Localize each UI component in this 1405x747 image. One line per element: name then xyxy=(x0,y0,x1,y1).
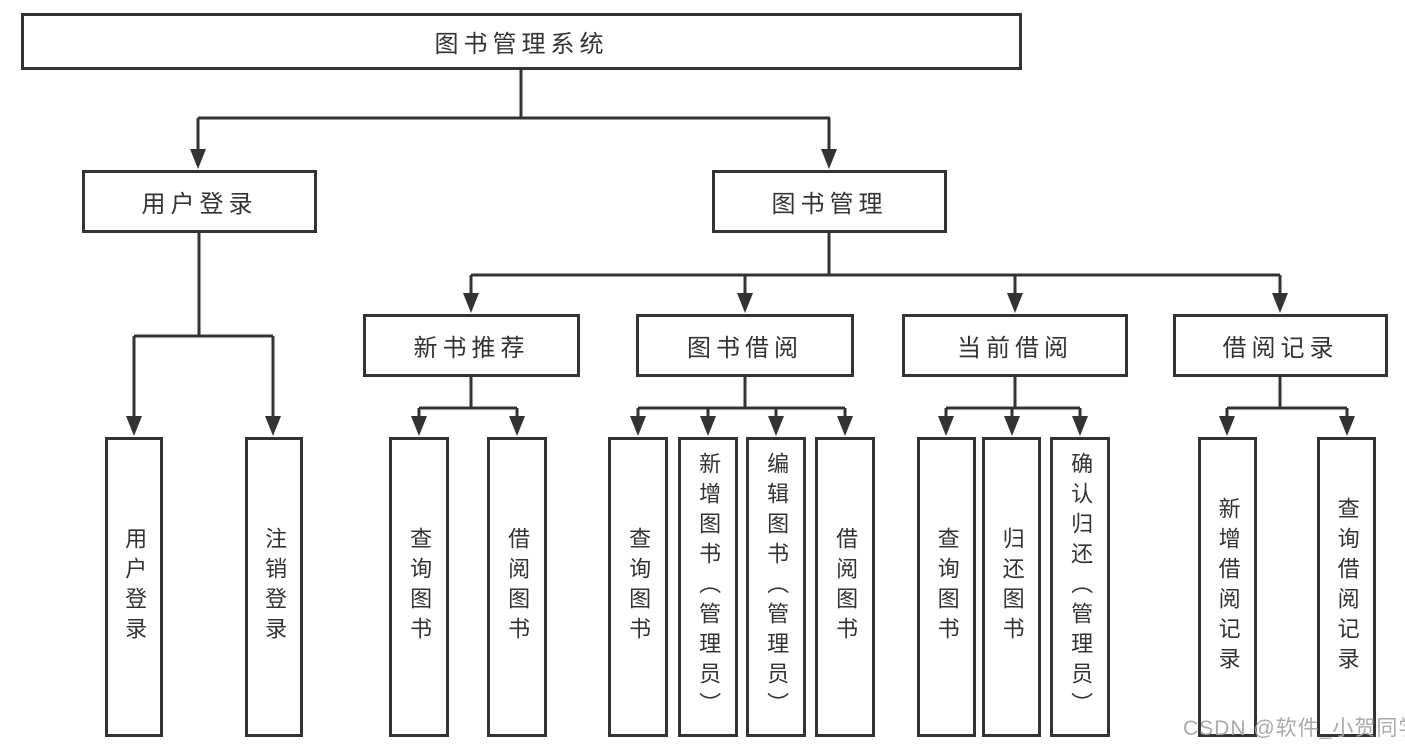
node-label: 当前借阅 xyxy=(957,335,1073,362)
book-borrow-children-connector xyxy=(630,376,853,436)
book-management-children-connector xyxy=(463,232,1288,313)
node-library-management-system: 图书管理系统 xyxy=(21,13,1022,70)
leaf-query-borrow-record: 查询借阅记录 xyxy=(1317,437,1376,737)
leaf-logout: 注销登录 xyxy=(245,437,303,737)
node-label: 图书管理 xyxy=(771,191,888,218)
csdn-watermark: CSDN @软件_小贺同学 xyxy=(1183,717,1405,740)
node-label: 借阅图书 xyxy=(505,527,531,647)
user-login-children-connector xyxy=(126,232,281,436)
node-label: 图书管理系统 xyxy=(434,31,609,58)
node-label: 借阅图书 xyxy=(833,527,859,647)
node-label: 图书借阅 xyxy=(687,335,803,362)
node-book-borrow: 图书借阅 xyxy=(636,314,854,377)
node-label: 编辑图书（管理员） xyxy=(764,452,790,722)
node-label: 借阅记录 xyxy=(1222,335,1339,362)
node-new-book-recommend: 新书推荐 xyxy=(363,314,580,377)
node-label: 查询图书 xyxy=(934,527,960,647)
node-label: 新增借阅记录 xyxy=(1215,497,1241,677)
leaf-borrow-books: 借阅图书 xyxy=(815,437,875,737)
root-to-level2-connector xyxy=(190,70,837,169)
leaf-add-books-admin: 新增图书（管理员） xyxy=(678,437,738,737)
current-borrow-children-connector xyxy=(938,376,1088,436)
node-label: 用户登录 xyxy=(141,191,258,218)
leaf-user-login: 用户登录 xyxy=(105,437,163,737)
node-label: 新书推荐 xyxy=(413,335,530,362)
leaf-edit-books-admin: 编辑图书（管理员） xyxy=(746,437,806,737)
node-label: 新增图书（管理员） xyxy=(696,452,722,722)
new-book-recommend-children-connector xyxy=(411,376,525,436)
leaf-query-books-borrow: 查询图书 xyxy=(608,437,668,737)
leaf-borrow-books-recommend: 借阅图书 xyxy=(487,437,547,737)
node-book-management: 图书管理 xyxy=(712,170,947,233)
leaf-confirm-return-admin: 确认归还（管理员） xyxy=(1050,437,1110,737)
node-label: 查询图书 xyxy=(407,527,433,647)
borrow-records-children-connector xyxy=(1219,376,1355,436)
node-current-borrow: 当前借阅 xyxy=(902,314,1128,377)
node-user-login: 用户登录 xyxy=(82,170,317,233)
node-label: 归还图书 xyxy=(999,527,1025,647)
leaf-add-borrow-record: 新增借阅记录 xyxy=(1198,437,1257,737)
node-label: 确认归还（管理员） xyxy=(1068,452,1094,722)
leaf-return-books: 归还图书 xyxy=(982,437,1041,737)
leaf-query-books-recommend: 查询图书 xyxy=(389,437,449,737)
node-label: 注销登录 xyxy=(262,527,288,647)
node-borrow-records: 借阅记录 xyxy=(1173,314,1388,377)
node-label: 用户登录 xyxy=(122,527,148,647)
node-label: 查询图书 xyxy=(626,527,652,647)
node-label: 查询借阅记录 xyxy=(1334,497,1360,677)
leaf-query-books-current: 查询图书 xyxy=(917,437,976,737)
